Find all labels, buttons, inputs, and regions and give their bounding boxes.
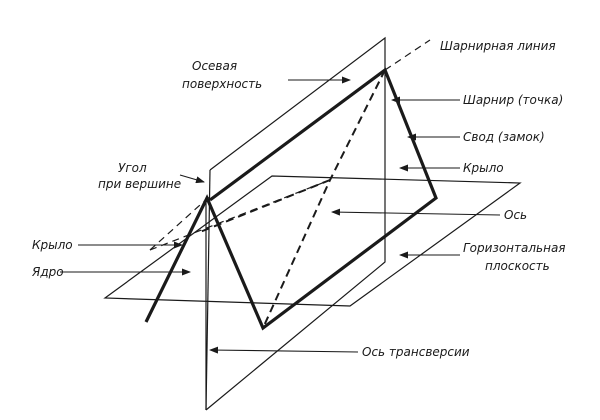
label-axial-surface-2: поверхность xyxy=(182,77,262,91)
axial-plane xyxy=(205,36,386,411)
fold-front-limb xyxy=(144,67,438,331)
axial-plane-left-edge xyxy=(205,169,211,411)
label-axial-surface-1: Осевая xyxy=(192,59,237,73)
fold-hidden-base xyxy=(199,179,331,233)
label-horizontal-plane-2: плоскость xyxy=(485,259,550,273)
label-crest: Свод (замок) xyxy=(463,130,545,144)
label-hinge-line: Шарнирная линия xyxy=(440,39,556,53)
arrow-axis xyxy=(331,208,501,216)
label-core: Ядро xyxy=(31,265,64,279)
label-apex-angle-2: при вершине xyxy=(98,177,181,191)
hinge-line-upper xyxy=(384,39,431,71)
arrow-transverse-axis xyxy=(209,346,359,354)
label-hinge-point: Шарнир (точка) xyxy=(463,93,563,107)
horizontal-plane xyxy=(103,175,522,307)
arrow-apex-angle xyxy=(179,174,205,184)
label-horizontal-plane-1: Горизонтальная xyxy=(463,241,566,255)
label-wing-right: Крыло xyxy=(463,161,504,175)
hinge-line xyxy=(149,195,211,251)
label-wing-left: Крыло xyxy=(32,238,73,252)
label-transverse-axis: Ось трансверсии xyxy=(362,345,470,359)
label-axis: Ось xyxy=(504,208,527,222)
label-apex-angle-1: Угол xyxy=(118,161,147,175)
